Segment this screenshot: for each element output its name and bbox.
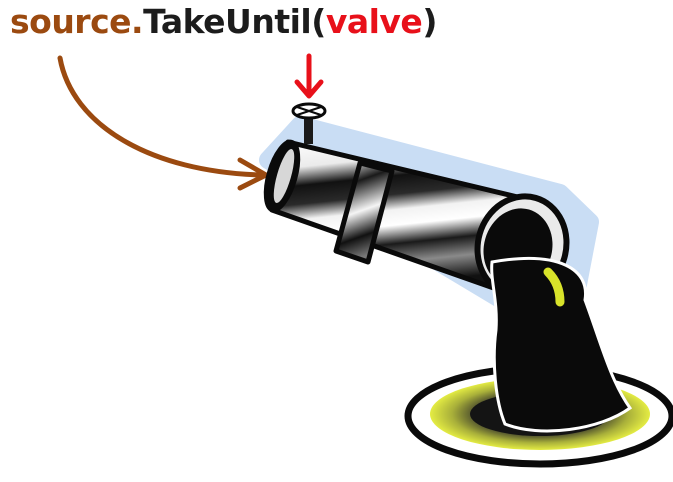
valve-arrow-icon xyxy=(297,56,321,96)
code-close-paren: ) xyxy=(422,2,437,41)
flow-arrow-icon xyxy=(60,58,262,175)
code-method: TakeUntil xyxy=(143,2,311,41)
code-dot: . xyxy=(131,2,143,41)
code-argument: valve xyxy=(326,2,422,41)
code-object: source xyxy=(10,2,131,41)
code-open-paren: ( xyxy=(311,2,326,41)
code-expression: source.TakeUntil(valve) xyxy=(10,2,437,42)
